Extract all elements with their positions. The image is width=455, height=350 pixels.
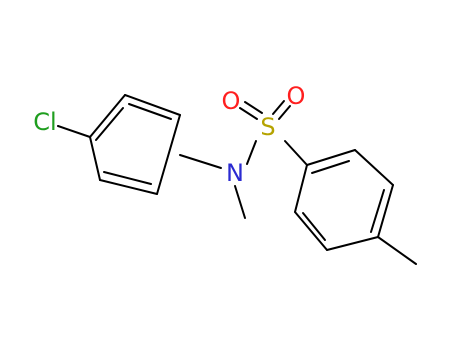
atom-label-o2: O bbox=[287, 82, 306, 110]
bond-ring2-b bbox=[354, 149, 394, 186]
bond-ring1-a bbox=[89, 94, 126, 138]
bond-ring2-f bbox=[294, 164, 308, 213]
bond-ring-to-methyl bbox=[377, 236, 417, 265]
bond-ring2-double-3 bbox=[302, 212, 326, 241]
atom-label-s: S bbox=[260, 113, 275, 141]
tolyl-ring bbox=[294, 149, 394, 251]
bond-ring2-e bbox=[294, 211, 328, 251]
atom-label-o1: O bbox=[222, 87, 241, 115]
bond-ring-to-cl bbox=[57, 125, 91, 138]
bond-s-to-ring bbox=[284, 140, 308, 166]
bond-ring1-c bbox=[156, 114, 181, 195]
bond-ring1-double-2 bbox=[103, 171, 152, 185]
bond-s-o2-a bbox=[272, 100, 285, 115]
bond-ring2-c bbox=[377, 184, 394, 238]
bond-s-o1-a bbox=[239, 107, 258, 120]
bond-ring2-d bbox=[326, 236, 379, 251]
bond-ring-to-n bbox=[179, 154, 222, 169]
bond-ring2-double-1 bbox=[311, 160, 350, 174]
bond-ring2-a bbox=[306, 149, 356, 166]
bond-ring1-b bbox=[124, 94, 181, 116]
bond-ring1-e bbox=[89, 136, 101, 181]
atom-label-n: N bbox=[226, 159, 244, 187]
bond-s-o1-b bbox=[244, 101, 263, 114]
chlorophenyl-ring bbox=[89, 94, 181, 195]
bond-ring1-d bbox=[99, 179, 158, 195]
atom-label-cl: Cl bbox=[33, 108, 56, 136]
bond-ring1-double-3 bbox=[95, 107, 124, 141]
bond-ring2-double-2 bbox=[370, 189, 385, 233]
bond-ring1-double-1 bbox=[128, 103, 172, 120]
bond-n-methyl bbox=[234, 185, 246, 219]
bond-n-to-s bbox=[246, 140, 257, 165]
bond-s-o2-b bbox=[278, 105, 291, 120]
